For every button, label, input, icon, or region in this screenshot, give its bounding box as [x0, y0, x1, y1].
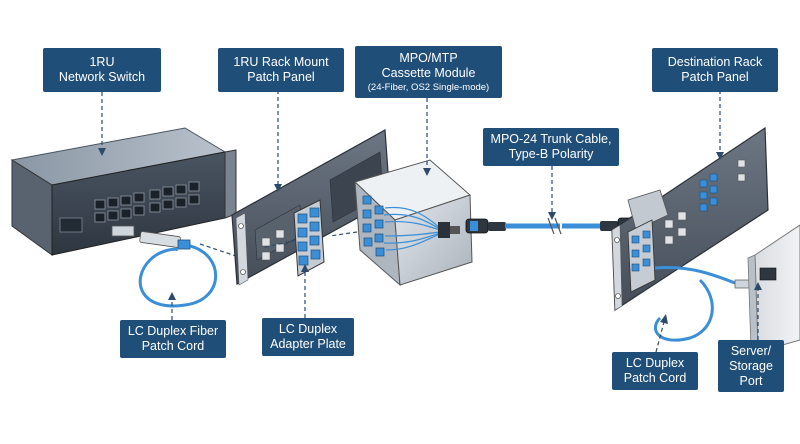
mpo-cassette-module	[354, 159, 473, 287]
cassette-lc-ports	[362, 195, 385, 257]
leader-lc-cord-right	[655, 321, 665, 353]
label-cassette-module-text: MPO/MTP Cassette Module	[381, 50, 476, 80]
label-lc-patch-cord-text: LC Duplex Patch Cord	[623, 356, 687, 385]
destination-lc-connector	[734, 279, 750, 289]
leader-arrowheads	[98, 148, 762, 324]
label-destination-panel: Destination Rack Patch Panel	[652, 48, 778, 92]
destination-rack-patch-panel	[611, 126, 769, 312]
label-lc-adapter-plate: LC Duplex Adapter Plate	[262, 318, 354, 356]
label-lc-patch-cord: LC Duplex Patch Cord	[612, 352, 698, 390]
mpo-trunk-cable	[465, 217, 637, 235]
arrow-switch-to-panel	[199, 243, 237, 257]
destination-lc-patch-cord	[653, 265, 741, 342]
label-server-port: Server/ Storage Port	[718, 340, 784, 392]
label-rack-patch-panel: 1RU Rack Mount Patch Panel	[218, 48, 344, 92]
label-lc-fiber-cord-text: LC Duplex Fiber Patch Cord	[127, 324, 219, 353]
label-cassette-module-subtext: (24-Fiber, OS2 Single-mode)	[367, 81, 490, 93]
label-trunk-cable: MPO-24 Trunk Cable, Type-B Polarity	[483, 128, 619, 166]
lc-adapter-plate	[293, 199, 325, 277]
label-rack-patch-panel-text: 1RU Rack Mount Patch Panel	[233, 55, 329, 84]
leader-lines	[101, 90, 759, 353]
lc-fiber-patch-cord	[138, 244, 218, 308]
label-lc-adapter-plate-text: LC Duplex Adapter Plate	[270, 322, 346, 351]
label-destination-panel-text: Destination Rack Patch Panel	[667, 55, 763, 84]
label-cassette-module: MPO/MTP Cassette Module (24-Fiber, OS2 S…	[355, 46, 502, 98]
switch-ports	[94, 181, 200, 223]
label-server-port-text: Server/ Storage Port	[729, 343, 773, 388]
label-trunk-cable-text: MPO-24 Trunk Cable, Type-B Polarity	[490, 132, 612, 161]
arrow-cassette-to-panel	[329, 231, 358, 237]
arrow-plate-to-panel	[261, 239, 297, 249]
label-network-switch-text: 1RU Network Switch	[58, 55, 146, 84]
label-lc-fiber-cord: LC Duplex Fiber Patch Cord	[120, 320, 226, 358]
server-storage-unit	[747, 224, 800, 353]
sfp-transceiver	[111, 225, 191, 250]
cassette-internal-fibers	[383, 206, 441, 251]
label-network-switch: 1RU Network Switch	[43, 48, 161, 92]
network-switch	[10, 127, 237, 256]
